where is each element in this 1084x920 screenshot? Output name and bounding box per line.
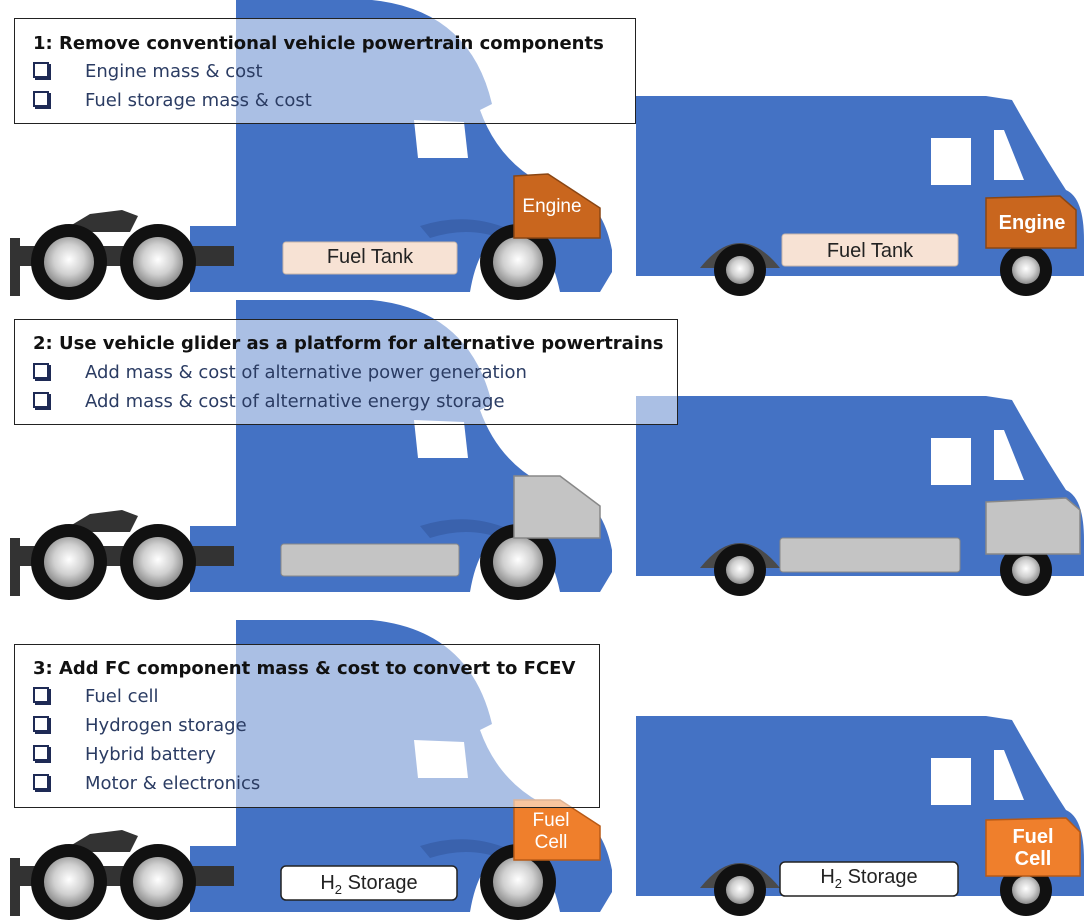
step1-heading: 1: Remove conventional vehicle powertrai… [33,33,604,54]
step3-item-3: Hybrid battery [33,744,216,765]
step3-item-2: Hydrogen storage [33,715,247,736]
checkbox-icon [33,716,49,732]
row3-vehicles [10,620,1084,920]
step2-item-1-text: Add mass & cost of alternative power gen… [85,362,527,383]
checkbox-icon [33,774,49,790]
semi-h2-storage-label: H2 Storage [281,872,457,897]
h2-symbol: H [320,872,335,894]
box-fuel-cell-line1: Fuel [1012,826,1054,848]
box-fuel-cell-line2: Cell [1014,848,1052,870]
step3-panel: 3: Add FC component mass & cost to conve… [14,644,600,808]
box-engine-block [985,195,1077,249]
step3-item-2-text: Hydrogen storage [85,715,247,736]
step1-item-2-text: Fuel storage mass & cost [85,90,312,111]
semi-tank-slot [280,543,460,577]
h2-symbol: H [820,866,835,888]
step2-item-2-text: Add mass & cost of alternative energy st… [85,391,505,412]
step3-item-4: Motor & electronics [33,773,260,794]
step2-panel: 2: Use vehicle glider as a platform for … [14,319,678,425]
box-engine-slot [985,497,1081,555]
box-fuel-cell-label: Fuel Cell [986,826,1080,870]
h2-storage-word: Storage [342,872,418,894]
semi-fuel-tank-block [282,241,458,275]
checkbox-icon [33,745,49,761]
step3-item-1: Fuel cell [33,686,159,707]
step3-item-4-text: Motor & electronics [85,773,261,794]
semi-fuel-cell-label: Fuel Cell [514,810,588,854]
semi-fuel-cell-line2: Cell [534,832,568,853]
step1-panel: 1: Remove conventional vehicle powertrai… [14,18,636,124]
checkbox-icon [33,91,49,107]
row1-vehicles [10,0,1084,300]
step2-heading: 2: Use vehicle glider as a platform for … [33,333,664,354]
semi-fuel-cell-line1: Fuel [532,810,570,831]
step2-item-2: Add mass & cost of alternative energy st… [33,391,505,412]
step1-item-2: Fuel storage mass & cost [33,90,312,111]
step3-heading: 3: Add FC component mass & cost to conve… [33,658,576,679]
semi-fuel-tank-label: Fuel Tank [326,246,414,268]
checkbox-icon [33,392,49,408]
step3-item-1-text: Fuel cell [85,686,159,707]
box-fuel-cell-block [985,817,1081,877]
box-fuel-tank-block [781,233,959,267]
semi-engine-label: Engine [522,196,582,217]
semi-h2-storage-block [280,865,458,901]
step1-item-1: Engine mass & cost [33,61,263,82]
checkbox-icon [33,687,49,703]
checkbox-icon [33,62,49,78]
box-h2-storage-label: H2 Storage [780,866,958,891]
h2-storage-word: Storage [842,866,918,888]
h2-subscript: 2 [834,876,843,891]
semi-engine-slot [513,475,601,539]
h2-subscript: 2 [334,882,343,897]
checkbox-icon [33,363,49,379]
box-engine-label: Engine [998,212,1066,234]
box-tank-slot [779,537,961,573]
row2-vehicles [10,300,1084,600]
step3-item-3-text: Hybrid battery [85,744,216,765]
box-fuel-tank-label: Fuel Tank [826,240,914,262]
box-h2-storage-block [779,861,959,897]
step1-item-1-text: Engine mass & cost [85,61,263,82]
semi-engine-block [513,173,601,239]
step2-item-1: Add mass & cost of alternative power gen… [33,362,527,383]
